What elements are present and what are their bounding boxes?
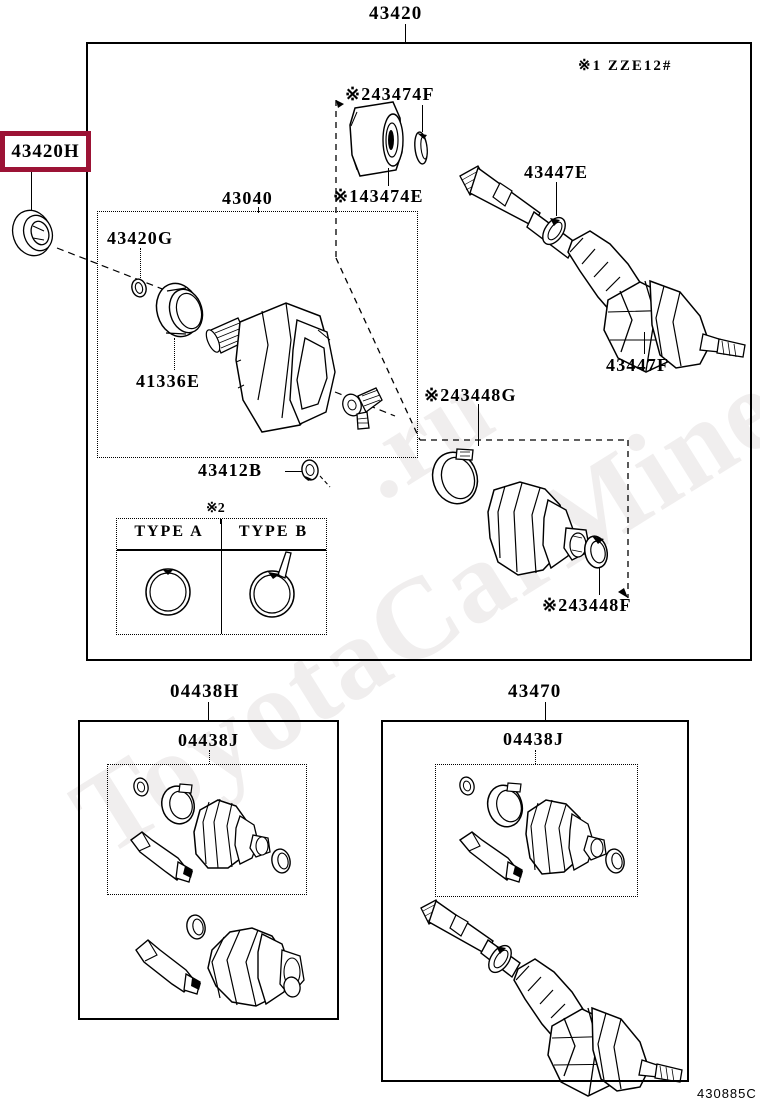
box-04438J-right <box>435 764 638 897</box>
part-tripod-spider <box>342 387 383 430</box>
type-table: TYPE A TYPE B <box>116 518 327 635</box>
label-41336E: 41336E <box>136 371 201 391</box>
part-clamp-type-b <box>249 551 295 618</box>
label-43474E: ※143474E <box>333 186 424 206</box>
leader-43447F <box>644 332 645 354</box>
leader-43474F <box>422 105 423 132</box>
part-clamp-43447E <box>542 216 566 246</box>
type-table-col-b: TYPE B <box>238 523 309 540</box>
leader-43470 <box>545 702 546 720</box>
part-cv-joint-43447F <box>567 230 746 373</box>
label-43040: 43040 <box>222 188 273 208</box>
part-clamp-43448G <box>431 448 479 505</box>
label-43447E: 43447E <box>524 162 589 182</box>
label-43447F: 43447F <box>606 355 670 375</box>
box-43470 <box>381 720 689 1082</box>
box-04438H <box>78 720 339 1020</box>
label-43420: 43420 <box>369 3 423 24</box>
label-04438J-left: 04438J <box>178 730 240 750</box>
part-ring-43420G <box>131 278 147 298</box>
diagram-code: 430885C <box>697 1086 757 1101</box>
label-43470: 43470 <box>508 681 562 702</box>
part-boot-41336E <box>155 282 204 338</box>
kit-left-inner-items <box>130 777 291 883</box>
box-43040 <box>97 211 418 458</box>
highlight-part-number: 43420H <box>11 140 80 162</box>
leader-43420H <box>31 172 32 213</box>
kit-left-outer-items <box>135 914 305 1007</box>
label-43420G: 43420G <box>107 228 174 248</box>
label-04438J-right: 04438J <box>503 729 565 749</box>
part-clamp-43448F <box>583 535 609 569</box>
part-clamp-type-a <box>145 568 191 616</box>
kit-right-driveshaft-assembly <box>420 899 683 1097</box>
leader-43474E <box>388 168 389 186</box>
leader-04438J-left <box>209 750 210 764</box>
label-04438H: 04438H <box>170 681 240 702</box>
leader-43447E <box>556 182 557 216</box>
leader-43420 <box>405 24 406 43</box>
leader-41336E <box>174 338 175 370</box>
leader-04438H <box>208 702 209 720</box>
part-tripod-joint-43040 <box>205 302 336 433</box>
label-43448G: ※243448G <box>424 385 517 405</box>
part-ring-43474F <box>414 131 428 165</box>
note-zze12: ※1 ZZE12# <box>578 58 673 74</box>
note-type-table: ※2 <box>206 501 225 516</box>
leader-43040 <box>258 207 259 213</box>
type-table-divider <box>221 519 222 634</box>
label-43474F: ※243474F <box>345 84 435 104</box>
highlighted-part-43420H[interactable]: 43420H <box>0 131 91 172</box>
box-43420 <box>86 42 752 661</box>
leader-43448F <box>599 568 600 595</box>
part-damper-43474E <box>349 101 404 177</box>
leader-04438J-right <box>535 750 536 764</box>
label-43412B: 43412B <box>198 460 263 480</box>
part-snapring-43412B <box>301 459 319 481</box>
leader-type-table <box>220 518 221 524</box>
part-oil-seal-43420H <box>11 209 54 257</box>
label-43448F: ※243448F <box>542 595 632 615</box>
part-boot-bellows <box>487 481 591 576</box>
leader-43412B <box>285 471 302 472</box>
box-04438J-left <box>107 764 307 895</box>
leader-43448G <box>478 404 479 446</box>
leader-43420G <box>140 248 141 280</box>
type-table-col-a: TYPE A <box>134 523 204 540</box>
kit-right-inner-items <box>458 776 625 883</box>
